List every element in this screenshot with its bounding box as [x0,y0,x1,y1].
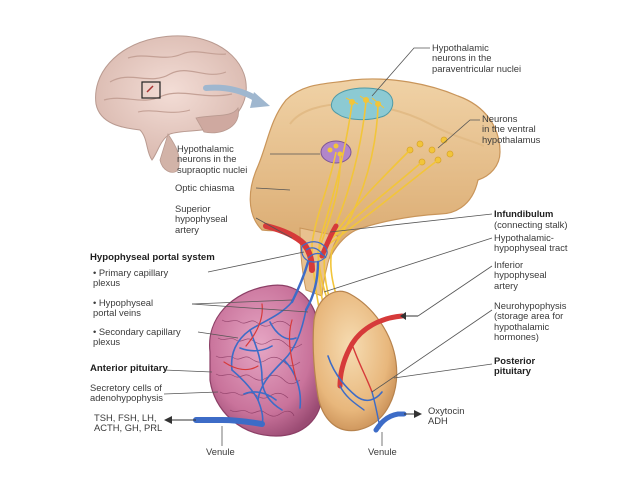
label-posterior-pituitary: Posterior pituitary [494,355,536,377]
label-infundibulum: Infundibulum [494,208,554,219]
label-neurohypophysis: Neurohypophysis (storage area for hypoth… [494,300,567,343]
leader-lines [163,47,493,446]
label-infundibulum-sub: (connecting stalk) [494,219,568,230]
label-portal-veins: • Hypophyseal portal veins [93,297,154,319]
paraventricular-nucleus [330,87,394,121]
venule-anterior [193,417,265,427]
anterior-arterioles [223,303,297,381]
posterior-pituitary-lobe [312,290,398,432]
label-superior-artery: Superior hypophyseal artery [175,203,228,235]
label-primary-plexus: • Primary capillary plexus [93,267,169,289]
zoom-box [141,81,161,99]
label-venule-left: Venule [206,446,235,457]
label-supraoptic: Hypothalamic neurons in the supraoptic n… [177,143,248,175]
label-paraventricular: Hypothalamic neurons in the paraventricu… [432,42,522,74]
label-inferior-artery: Inferior hypophyseal artery [494,259,547,291]
label-oxytocin-adh: Oxytocin ADH [428,405,465,427]
label-portal-system: Hypophyseal portal system [90,252,215,263]
label-anterior-hormones: TSH, FSH, LH, ACTH, GH, PRL [94,412,163,434]
venule-posterior [373,411,407,433]
label-anterior-pituitary: Anterior pituitary [90,363,168,374]
primary-capillary-plexus [301,241,328,263]
brain-icon [95,35,247,173]
posterior-capillaries [327,343,383,429]
secondary-capillary-plexus [230,301,307,425]
label-optic-chiasma: Optic chiasma [175,182,235,193]
label-ventral-neurons: Neurons in the ventral hypothalamus [482,113,541,145]
label-secretory-cells: Secretory cells of adenohypophysis [90,382,163,404]
label-venule-right: Venule [368,446,397,457]
hypophyseal-portal-veins [290,260,320,312]
label-secondary-plexus: • Secondary capillary plexus [93,326,181,348]
label-hyp-tract: Hypothalamic- hypophyseal tract [494,232,568,254]
